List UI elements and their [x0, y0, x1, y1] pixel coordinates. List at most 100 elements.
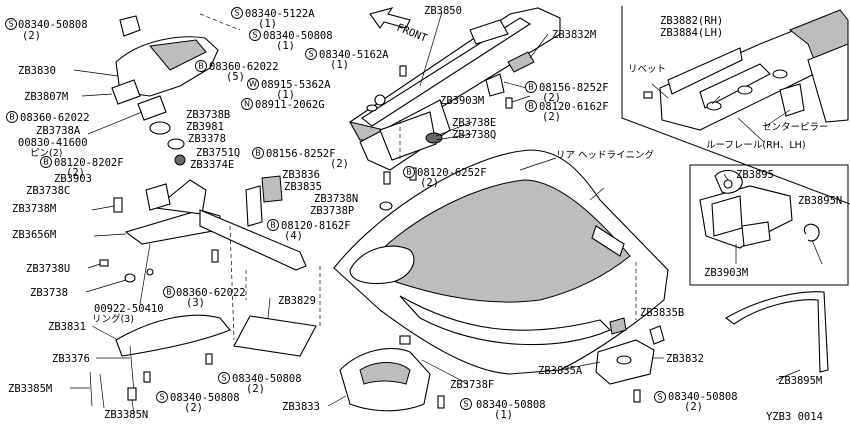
label-zb3903m-top: ZB3903M [440, 95, 484, 107]
roof-bow-part [349, 7, 561, 171]
label-zb3850: ZB3850 [424, 5, 462, 17]
label-zb3376: ZB3376 [52, 353, 90, 365]
bracket-zb3832 [595, 339, 655, 385]
bracket-zb3836 [245, 185, 263, 227]
label-zb3830: ZB3830 [18, 65, 56, 77]
bracket-zb3807m [111, 79, 141, 105]
bolt-zb3738m [113, 197, 123, 213]
label-b-08120-6252f-qty: (2) [420, 177, 439, 189]
label-zb3738m: ZB3738M [12, 203, 56, 215]
label-zb3385m: ZB3385M [8, 383, 52, 395]
washer-08915-5362a [366, 104, 378, 112]
bracket-zb3831 [115, 314, 231, 357]
label-zb3738f: ZB3738F [450, 379, 494, 391]
badge-s-icon: S [156, 391, 168, 403]
screw-08340-50808-bot2 [633, 389, 641, 403]
svg-text:B: B [255, 149, 261, 158]
badge-b-icon: B [525, 100, 537, 112]
clip-zb3835a [609, 317, 627, 335]
badge-b-icon: B [525, 81, 537, 93]
label-zb3836: ZB3836 [282, 169, 320, 181]
label-zb3807m: ZB3807M [24, 91, 68, 103]
label-s-08340-5162a: 08340-5162A [319, 49, 389, 61]
label-b-08156-8252f-top-qty: (2) [542, 92, 561, 104]
label-b-08120-8202f-qty: (2) [66, 167, 85, 179]
label-b-08120-8162f-qty: (4) [284, 230, 303, 242]
label-zb3829: ZB3829 [278, 295, 316, 307]
label-s-08340-50808-b1-qty: (2) [246, 383, 265, 395]
label-b-08120-6162f: 08120-6162F [539, 101, 609, 113]
label-s-08340-5122a-qty: (1) [258, 18, 277, 30]
label-roof-rail: ルーフレール(RH、LH) [706, 140, 806, 151]
label-s-08340-50808-b2: 08340-50808 [170, 392, 240, 404]
svg-text:B: B [528, 102, 534, 111]
label-s-08340-50808-b2-qty: (2) [184, 402, 203, 414]
label-zb3738n: ZB3738N [314, 193, 358, 205]
label-n-08911-2062g: 08911-2062G [255, 99, 325, 111]
cover-zb3833 [339, 348, 431, 412]
svg-text:S: S [159, 393, 164, 402]
label-zb3895n: ZB3895N [798, 195, 842, 207]
badge-s-icon: S [654, 391, 666, 403]
label-zb3374e: ZB3374E [190, 159, 234, 171]
screw-08340-50808-bot1 [437, 395, 445, 409]
front-direction-arrow [369, 7, 411, 29]
badge-n-icon: N [241, 98, 253, 110]
label-zb3832m: ZB3832M [552, 29, 596, 41]
clip-zb3738u [99, 259, 109, 267]
nut-08911-2062g [374, 94, 386, 106]
badge-b-icon: B [6, 111, 18, 123]
label-b-08120-8162f: 08120-8162F [281, 220, 351, 232]
badge-b-icon: B [403, 166, 415, 178]
inset-clip-frame [689, 164, 849, 286]
svg-text:S: S [657, 393, 662, 402]
badge-b-icon: B [195, 60, 207, 72]
label-s-08340-50808-bot2: 08340-50808 [668, 391, 738, 403]
label-rear-headlining: リア ヘッドライニング [556, 149, 655, 161]
badge-s-icon: S [5, 18, 17, 30]
latch-zb3903 [145, 183, 171, 211]
badge-s-icon: S [305, 48, 317, 60]
label-zb3835b: ZB3835B [640, 307, 684, 319]
screw-08340-5162a [399, 65, 407, 77]
label-zb3832: ZB3832 [666, 353, 704, 365]
badge-w-icon: W [247, 78, 259, 90]
clip-assembly-drawing [699, 169, 793, 249]
label-b-08120-6252f: 08120-6252F [417, 167, 487, 179]
label-zb3378: ZB3378 [188, 133, 226, 145]
label-zb3981: ZB3981 [186, 121, 224, 133]
bracket-zb3981 [149, 121, 171, 135]
bolt-08120-6162f-top [505, 97, 513, 109]
label-b-08120-8202f: 08120-8202F [54, 157, 124, 169]
svg-text:S: S [308, 50, 313, 59]
rear-headlining-panel [333, 149, 669, 375]
label-zb3895m: ZB3895M [778, 375, 822, 387]
pin-zb3835b [649, 325, 665, 345]
badge-b-icon: B [163, 286, 175, 298]
label-rivet: リベット [628, 64, 666, 75]
label-zb3831: ZB3831 [48, 321, 86, 333]
label-zb3738q: ZB3738Q [452, 129, 496, 141]
clip-08340-50808-top-left [119, 15, 141, 37]
label-zb3738c: ZB3738C [26, 185, 70, 197]
svg-text:B: B [166, 288, 172, 297]
label-b-08360-62022-top-qty: (5) [226, 71, 245, 83]
label-b-08156-8252f-top: 08156-8252F [539, 82, 609, 94]
svg-text:B: B [9, 113, 15, 122]
label-00922-50410-ring: リング(3) [92, 313, 134, 325]
svg-text:B: B [198, 62, 204, 71]
svg-text:S: S [8, 20, 13, 29]
label-b-08360-62022-mid-qty: (3) [186, 297, 205, 309]
label-s-08340-5162a-qty: (1) [330, 59, 349, 71]
label-zb3833: ZB3833 [282, 401, 320, 413]
rivet-icon [643, 83, 669, 99]
svg-text:B: B [528, 83, 534, 92]
grommet-zb3738 [124, 273, 136, 283]
roof-rail-drawing [659, 9, 849, 131]
label-zb3738u: ZB3738U [26, 263, 70, 275]
label-zb3656m: ZB3656M [12, 229, 56, 241]
bracket-zb3832m [507, 51, 535, 73]
svg-text:W: W [249, 80, 257, 89]
label-zb3738e: ZB3738E [452, 117, 496, 129]
